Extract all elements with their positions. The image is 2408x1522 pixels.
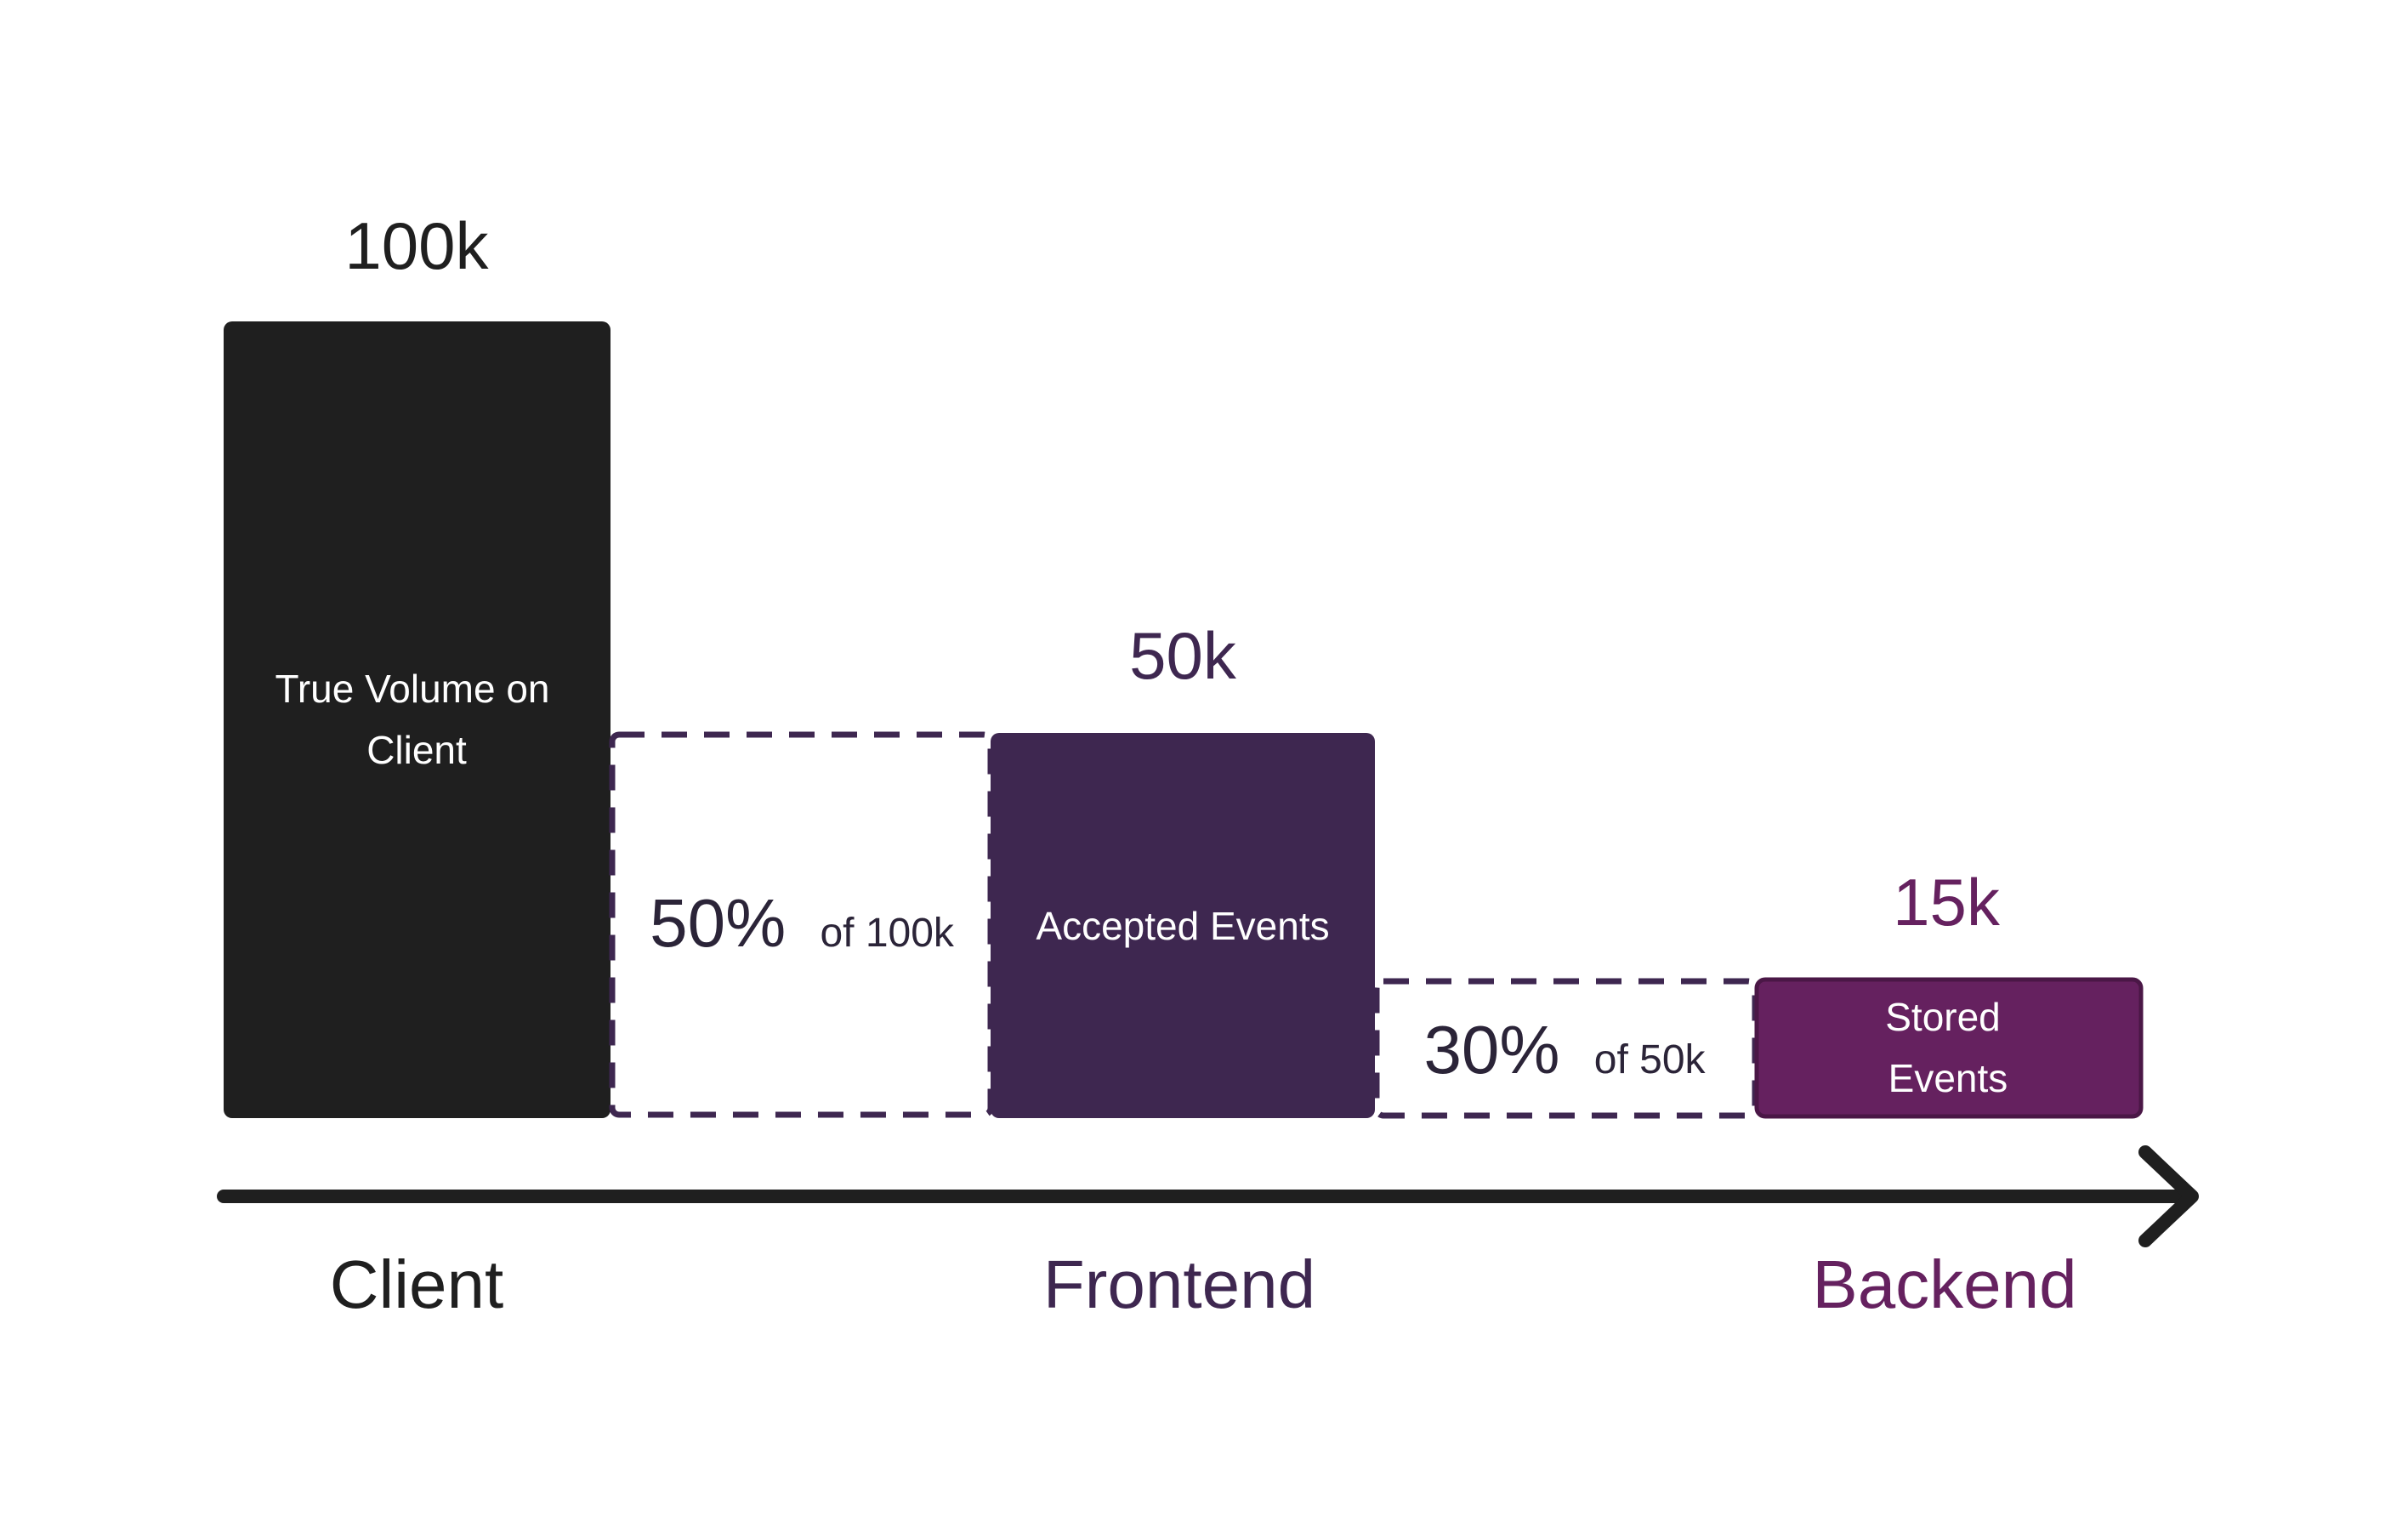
drop-percent-text-1: 50% of 100k bbox=[650, 885, 955, 961]
client-value-label: 100k bbox=[344, 208, 489, 283]
frontend-bar-label: Accepted Events bbox=[1036, 904, 1329, 948]
client-bar bbox=[224, 321, 611, 1118]
right-arrow-icon bbox=[2138, 1145, 2199, 1247]
axis-label-frontend: Frontend bbox=[1043, 1247, 1315, 1322]
backend-bar bbox=[1754, 977, 2144, 1119]
frontend-bar bbox=[991, 733, 1375, 1118]
drop-percent-1: 50% bbox=[650, 885, 786, 961]
drop-of-text-2: of 50k bbox=[1594, 1037, 1707, 1082]
drop-percent-text-2: 30% of 50k bbox=[1423, 1012, 1706, 1088]
axis-label-client: Client bbox=[330, 1247, 504, 1322]
backend-bar-label-line-2: Events bbox=[1888, 1056, 2008, 1100]
backend-bar-label-line-1: Stored bbox=[1885, 995, 2001, 1039]
client-bar-label-line-1: True Volume on bbox=[275, 667, 549, 711]
drop-percent-2: 30% bbox=[1423, 1012, 1559, 1088]
frontend-value-label: 50k bbox=[1129, 618, 1237, 693]
axis-label-backend: Backend bbox=[1812, 1247, 2076, 1322]
backend-value-label: 15k bbox=[1893, 865, 2001, 940]
client-bar-label-line-2: Client bbox=[366, 728, 467, 772]
drop-of-text-1: of 100k bbox=[820, 911, 954, 956]
